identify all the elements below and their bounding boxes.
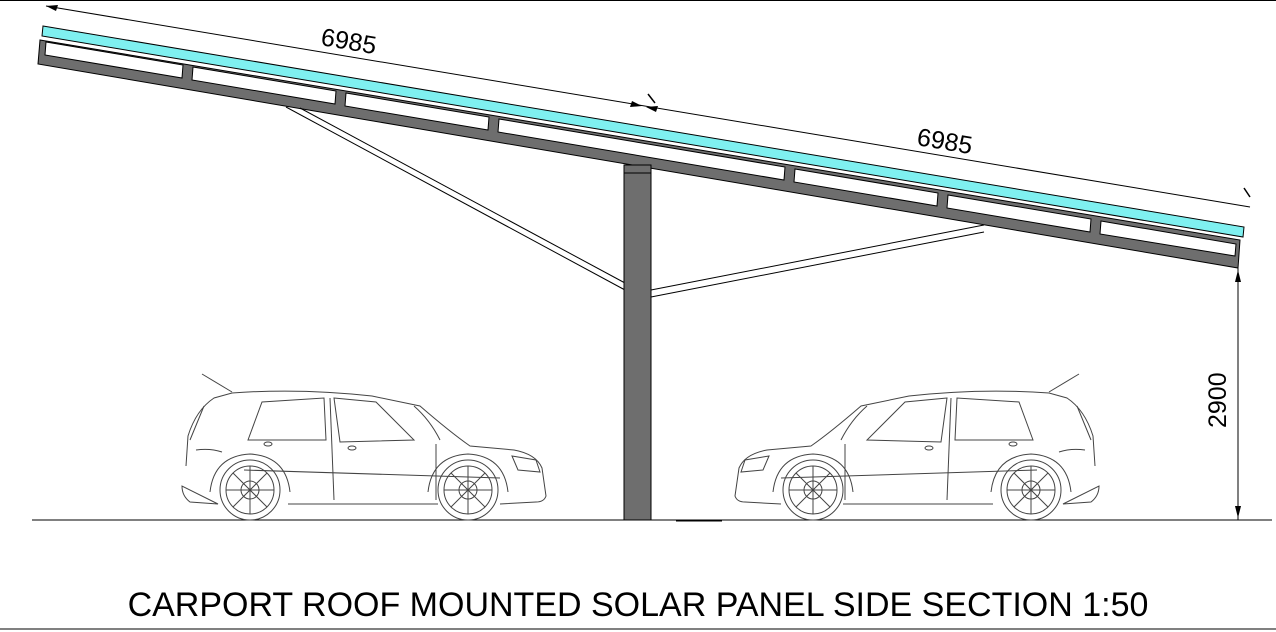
- right-brace: [650, 224, 985, 298]
- right-car: [734, 373, 1100, 521]
- left-span-label: 6985: [319, 23, 378, 60]
- left-brace: [285, 106, 626, 291]
- purlins: [44, 41, 1237, 257]
- support-column: [623, 164, 652, 521]
- right-span-label: 6985: [915, 123, 974, 160]
- height-dimension-line: [1232, 268, 1246, 521]
- clearance-height-label: 2900: [1204, 372, 1232, 428]
- span-dimension-line: [45, 5, 1251, 208]
- left-car: [181, 373, 547, 521]
- solar-panel: [41, 25, 1245, 238]
- drawing-title: CARPORT ROOF MOUNTED SOLAR PANEL SIDE SE…: [128, 586, 1149, 624]
